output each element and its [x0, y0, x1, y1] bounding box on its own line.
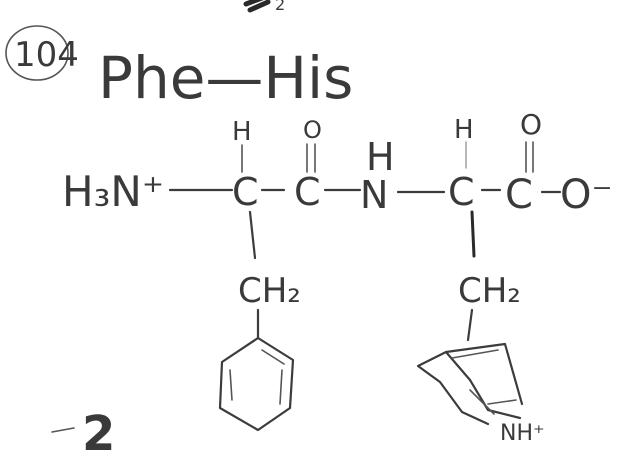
h-amide: H [366, 135, 395, 179]
carbon-carboxyl: C [505, 172, 533, 218]
bond-calpha-ch2-left [248, 210, 257, 260]
top-fragment-text: 2 [275, 0, 285, 14]
imidazole-inner-bonds [451, 349, 517, 415]
top-cutoff-mark [243, 0, 271, 13]
bond-calpha-ch2-right [470, 210, 476, 258]
problem-number: 104 [14, 35, 79, 75]
benzene-inner-bonds [229, 349, 285, 405]
carbon-carbonyl-left: C [294, 170, 321, 214]
h-alpha-right: H [454, 115, 474, 145]
ch2-left: CH₂ [238, 271, 301, 311]
n-terminus-label: H₃N⁺ [62, 167, 164, 216]
problem-number-circle [5, 25, 69, 81]
carbon-alpha-right: C [448, 170, 475, 214]
oxygen-carboxyl-top: O [520, 108, 542, 141]
bond-ch2-ring-right [466, 308, 474, 342]
oxygen-carbonyl-left: O [303, 116, 322, 144]
ch2-right: CH₂ [458, 271, 521, 311]
h-alpha-left: H [232, 117, 252, 147]
ring-nitrogen-label: NH⁺ [500, 421, 545, 446]
bottom-fragment-text: 2 [82, 406, 115, 453]
oxygen-carboxyl-minus: O⁻ [560, 172, 613, 218]
benzene-ring [218, 336, 295, 432]
imidazole-ring [416, 342, 524, 426]
carbon-alpha-left: C [232, 170, 259, 214]
bottom-fragment-dash [51, 427, 75, 433]
nitrogen-amide: N [360, 173, 388, 217]
title-phe-his: Phe—His [98, 44, 353, 112]
